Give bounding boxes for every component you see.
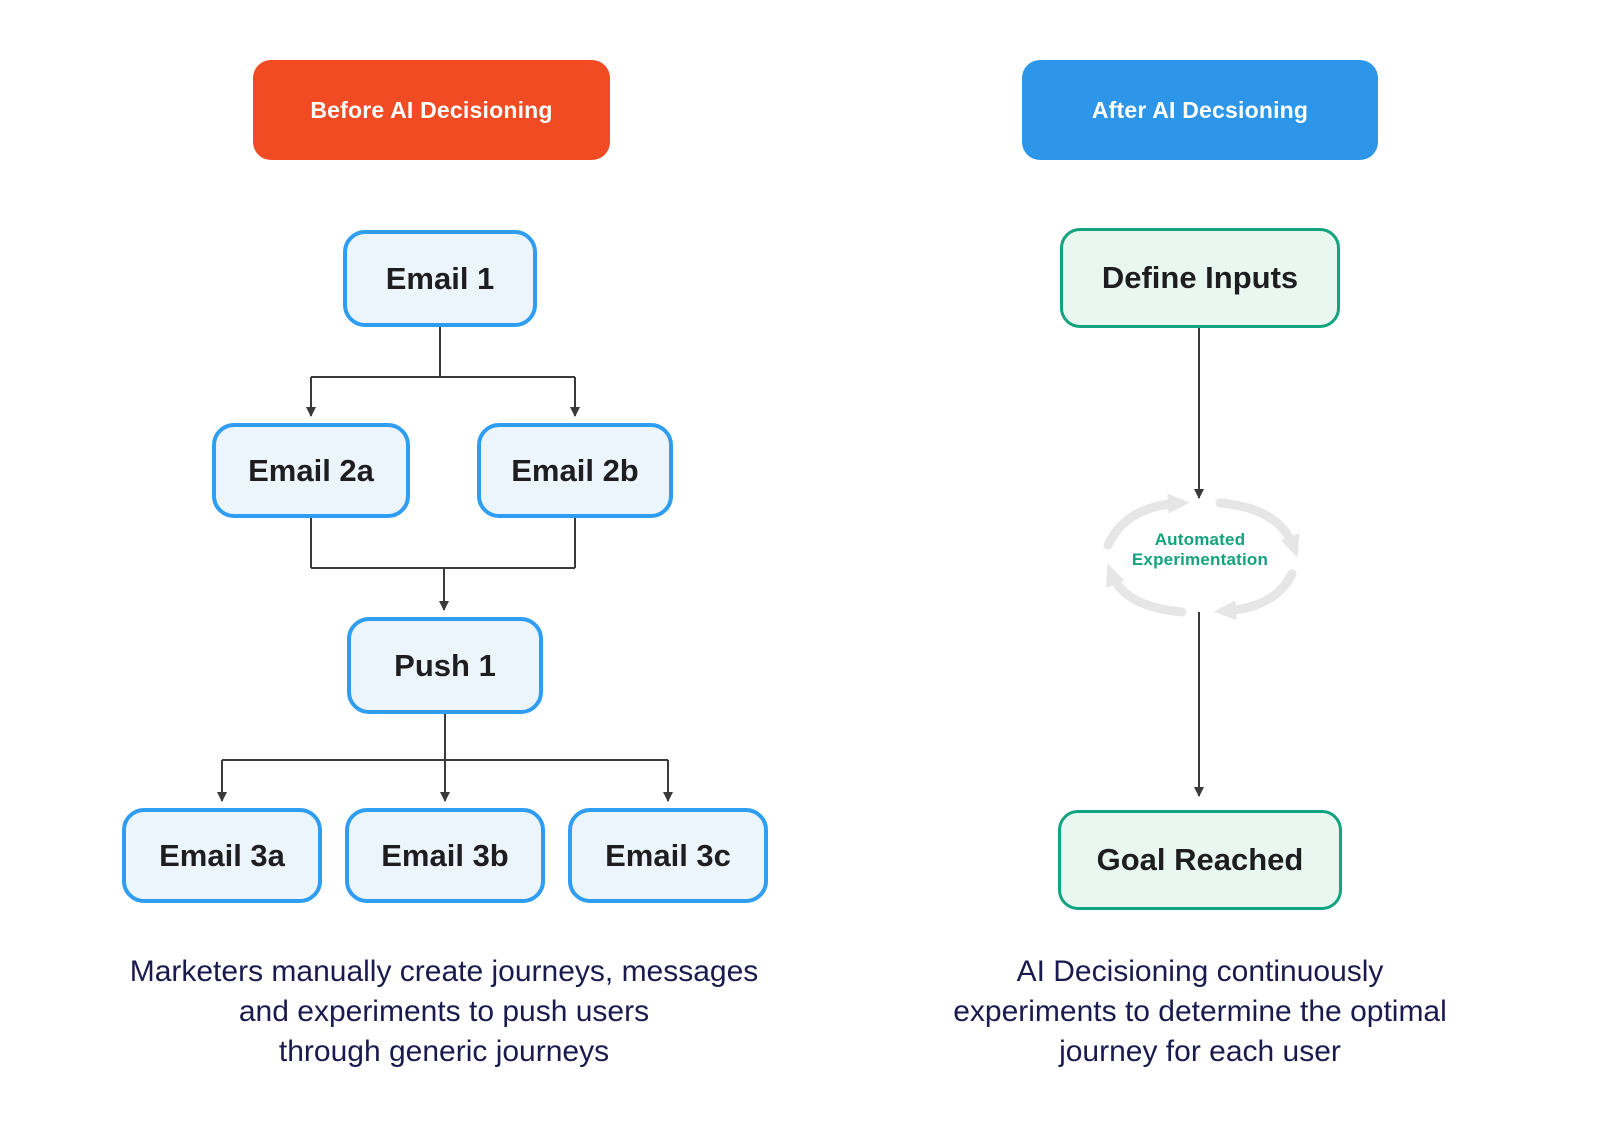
node-email-3a: Email 3a (122, 808, 322, 903)
node-push-1: Push 1 (347, 617, 543, 714)
after-header-label: After AI Decsioning (1091, 96, 1309, 123)
node-push-1-label: Push 1 (394, 647, 496, 683)
node-email-2a: Email 2a (212, 423, 410, 518)
after-caption-line-3: journey for each user (1059, 1035, 1341, 1068)
node-define-inputs-label: Define Inputs (1101, 260, 1299, 295)
before-flow-connectors (217, 327, 673, 802)
after-caption: AI Decisioning continuously experiments … (880, 952, 1520, 1072)
node-email-3a-label: Email 3a (159, 837, 285, 873)
node-email-3b: Email 3b (345, 808, 545, 903)
before-caption-line-2: and experiments to push users (238, 995, 650, 1028)
node-email-3b-label: Email 3b (381, 837, 509, 873)
automated-experimentation-line-1: Automated (1154, 530, 1246, 549)
node-goal-reached-label: Goal Reached (1096, 842, 1304, 877)
before-header-label: Before AI Decisioning (310, 96, 553, 123)
before-caption: Marketers manually create journeys, mess… (104, 952, 784, 1072)
node-email-2a-label: Email 2a (248, 452, 374, 488)
cycle-arc-bottom-left (1105, 563, 1187, 617)
before-caption-line-3: through generic journeys (278, 1035, 610, 1068)
node-email-1-label: Email 1 (385, 260, 495, 296)
automated-experimentation-label: Automated Experimentation (1100, 530, 1300, 570)
node-goal-reached: Goal Reached (1058, 810, 1342, 910)
node-email-3c: Email 3c (568, 808, 768, 903)
after-caption-line-2: experiments to determine the optimal (953, 995, 1447, 1028)
node-email-3c-label: Email 3c (605, 837, 731, 873)
automated-experimentation-line-2: Experimentation (1131, 550, 1269, 569)
before-caption-line-1: Marketers manually create journeys, mess… (129, 955, 759, 988)
node-email-2b: Email 2b (477, 423, 673, 518)
after-caption-line-1: AI Decisioning continuously (1016, 955, 1384, 988)
node-email-2b-label: Email 2b (511, 452, 639, 488)
node-email-1: Email 1 (343, 230, 537, 327)
cycle-arc-bottom-right (1214, 569, 1297, 621)
after-header: After AI Decsioning (1022, 60, 1378, 160)
node-define-inputs: Define Inputs (1060, 228, 1340, 328)
before-header: Before AI Decisioning (253, 60, 610, 160)
